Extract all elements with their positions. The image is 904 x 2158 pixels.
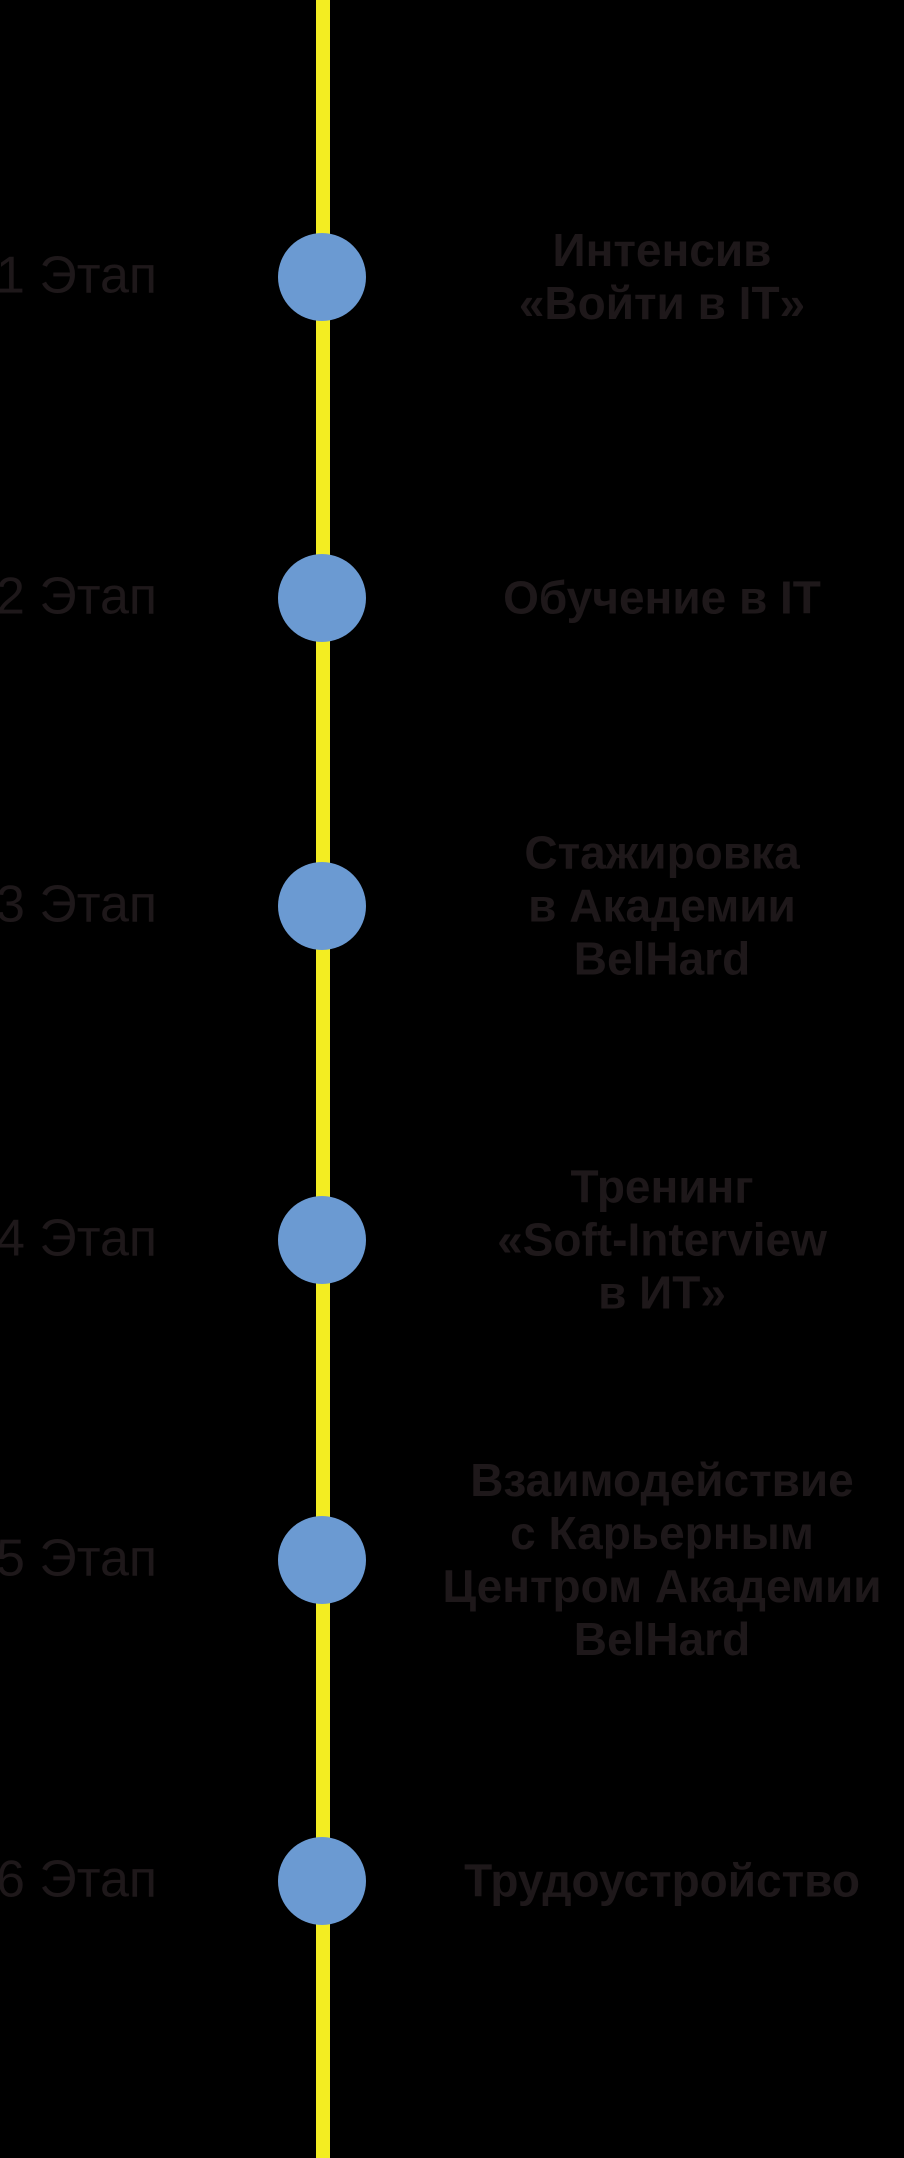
stage-label: 5 Этап bbox=[0, 1529, 158, 1588]
stage-label: 2 Этап bbox=[0, 567, 158, 626]
stage-title: Обучение в IT bbox=[503, 571, 821, 624]
stage-label: 6 Этап bbox=[0, 1850, 158, 1909]
stage-title: Интенсив «Войти в IT» bbox=[518, 224, 806, 329]
stage-label: 1 Этап bbox=[0, 246, 158, 305]
stage-node-circle bbox=[278, 554, 366, 642]
stage-title: Тренинг «Soft-Interview в ИТ» bbox=[497, 1160, 827, 1319]
stage-label: 3 Этап bbox=[0, 875, 158, 934]
stage-node-circle bbox=[278, 1196, 366, 1284]
stage-node-circle bbox=[278, 233, 366, 321]
stage-title: Стажировка в Академии BelHard bbox=[524, 826, 800, 985]
stage-label: 4 Этап bbox=[0, 1209, 158, 1268]
stage-title: Взаимодействие с Карьерным Центром Акаде… bbox=[442, 1454, 882, 1665]
stage-node-circle bbox=[278, 1516, 366, 1604]
stage-title: Трудоустройство bbox=[464, 1854, 860, 1907]
timeline-line bbox=[316, 0, 330, 2158]
stage-node-circle bbox=[278, 1837, 366, 1925]
stage-node-circle bbox=[278, 862, 366, 950]
